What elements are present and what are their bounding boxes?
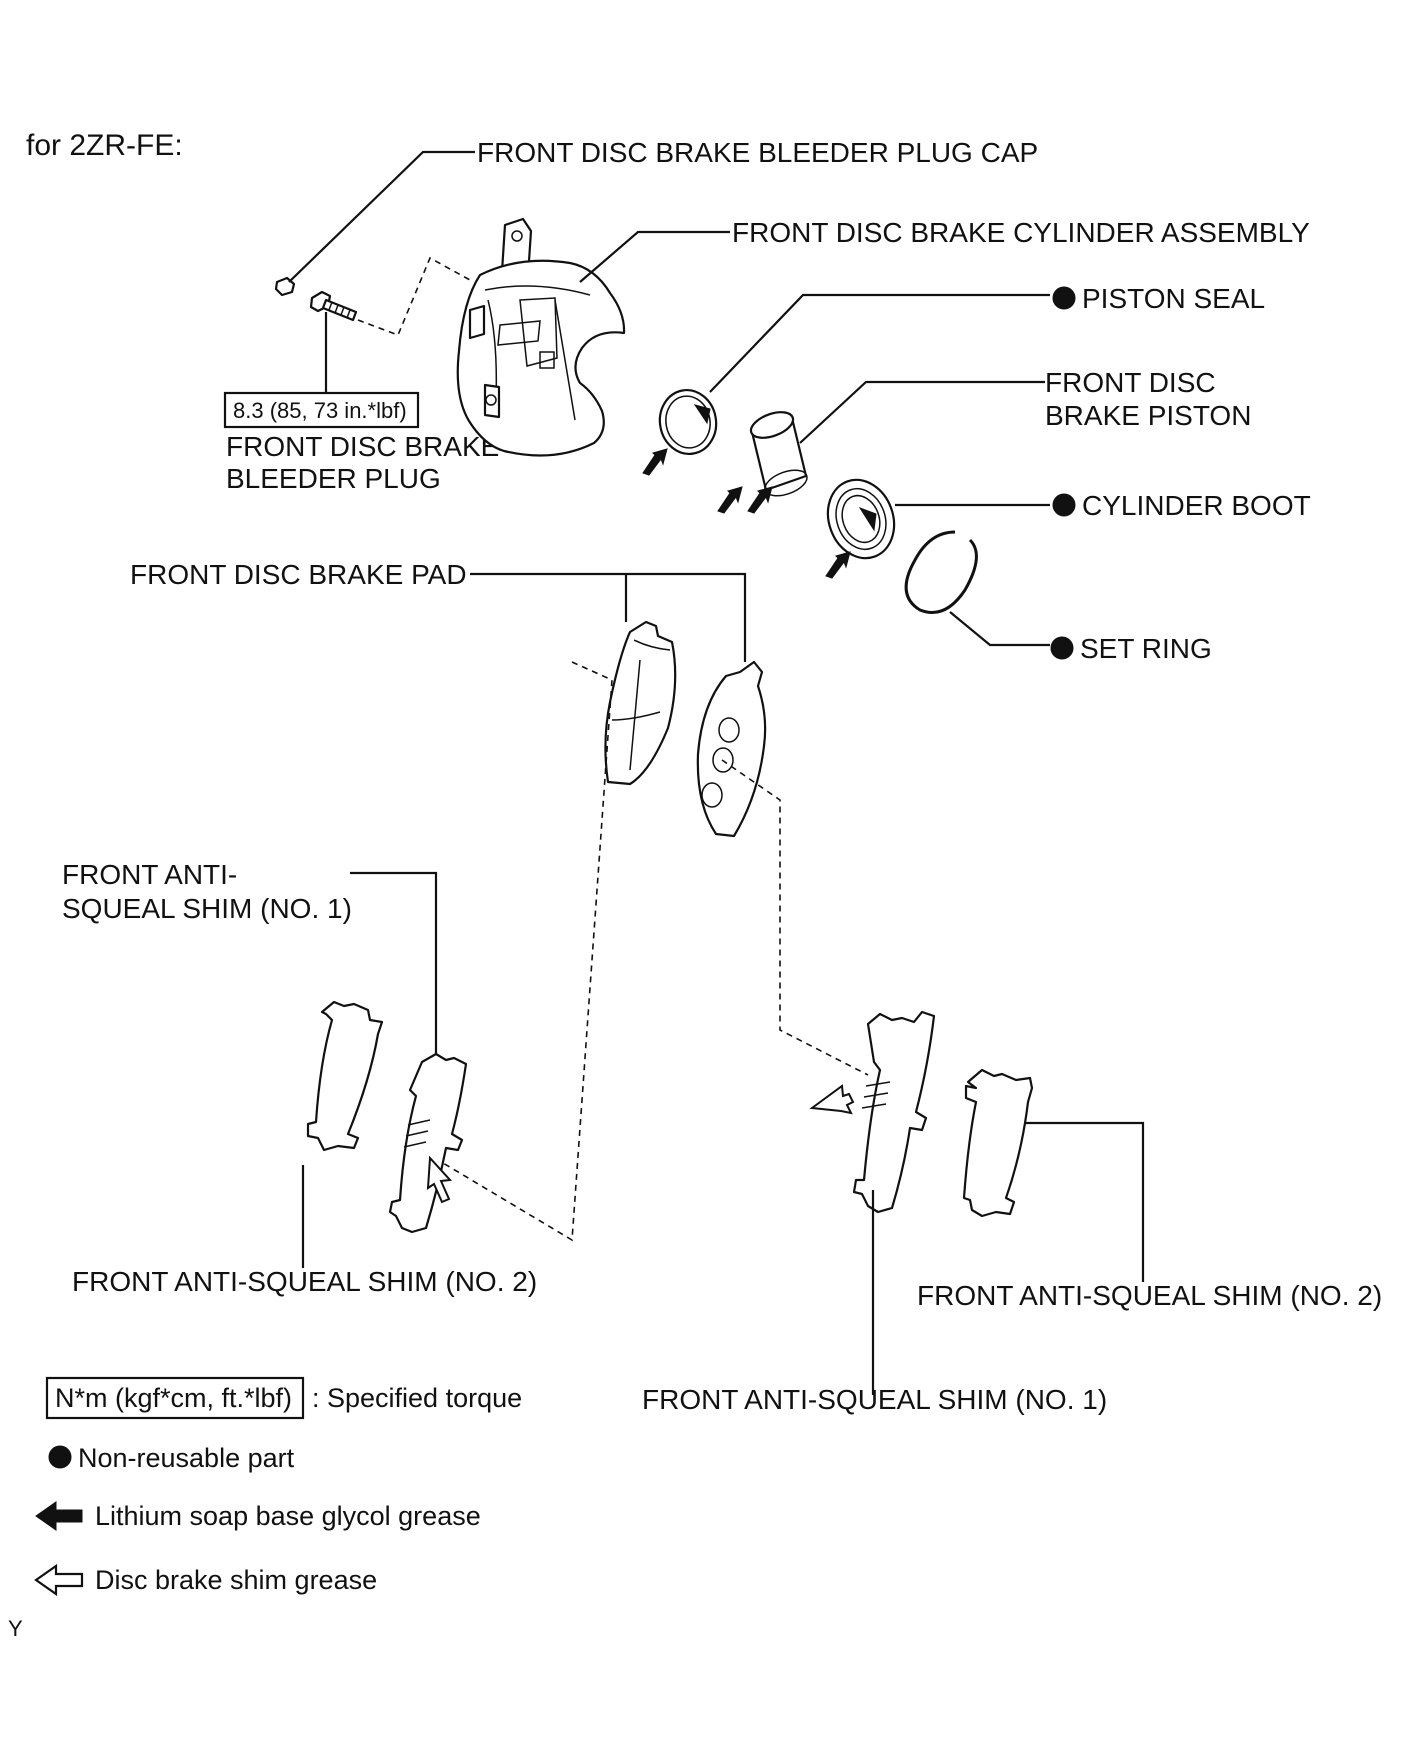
right-shim-no2-label: FRONT ANTI-SQUEAL SHIM (NO. 2): [917, 1280, 1382, 1311]
piston-seal-leader: [709, 293, 1050, 393]
right-shim-grease-arrow: [809, 1084, 855, 1115]
left-shim-grease-arrow: [426, 1155, 453, 1204]
brake-pad-label: FRONT DISC BRAKE PAD: [130, 559, 467, 590]
cylinder-boot-part: [826, 478, 896, 560]
outer-brake-pad-part: [696, 660, 767, 838]
piston-seal-part: [658, 389, 718, 455]
legend: N*m (kgf*cm, ft.*lbf) : Specified torque…: [34, 1376, 522, 1597]
cylinder-assembly-leader: [579, 230, 730, 283]
cylinder-boot-label: CYLINDER BOOT: [1082, 490, 1311, 521]
cylinder-boot-non-reusable-mark: [1052, 493, 1076, 517]
cylinder-assembly-part: [456, 217, 626, 457]
set-ring-non-reusable-mark: [1050, 636, 1074, 660]
shim-grease-arrow-icon: [34, 1563, 84, 1597]
outer-pad-dashed-path: [721, 759, 869, 1076]
lithium-grease-arrow-icon: [35, 1501, 83, 1531]
torque-box: 8.3 (85, 73 in.*lbf): [223, 391, 420, 429]
left-shim-no2-part: [306, 1000, 384, 1152]
right-shim-no2-leader: [1024, 1121, 1145, 1282]
legend-shim-grease: Disc brake shim grease: [95, 1565, 377, 1595]
piston-label-1: FRONT DISC: [1045, 367, 1216, 398]
bleeder-dashed-path: [357, 256, 471, 337]
legend-torque-box: [45, 1376, 305, 1420]
right-shim-no1-label: FRONT ANTI-SQUEAL SHIM (NO. 1): [642, 1384, 1107, 1415]
bleeder-plug-part: [309, 290, 358, 322]
cylinder-assembly-label: FRONT DISC BRAKE CYLINDER ASSEMBLY: [732, 217, 1310, 248]
left-shim-no1-label-2: SQUEAL SHIM (NO. 1): [62, 893, 352, 924]
right-shim-no2-part: [962, 1068, 1034, 1218]
corner-mark: Y: [8, 1616, 23, 1641]
bleeder-plug-label-2: BLEEDER PLUG: [226, 463, 441, 494]
set-ring-label: SET RING: [1080, 633, 1212, 664]
piston-label-2: BRAKE PISTON: [1045, 400, 1251, 431]
legend-lithium-grease: Lithium soap base glycol grease: [95, 1501, 481, 1531]
piston-seal-non-reusable-mark: [1052, 286, 1076, 310]
engine-label: for 2ZR-FE:: [26, 129, 183, 162]
bleeder-plug-cap-label: FRONT DISC BRAKE BLEEDER PLUG CAP: [477, 137, 1038, 168]
left-shim-no1-label-1: FRONT ANTI-: [62, 859, 237, 890]
brake-piston-part: [749, 411, 808, 497]
left-shim-no2-label: FRONT ANTI-SQUEAL SHIM (NO. 2): [72, 1266, 537, 1297]
set-ring-part: [904, 530, 978, 614]
brake-pad-leader-right: [470, 572, 747, 662]
legend-torque-unit: N*m (kgf*cm, ft.*lbf): [55, 1383, 292, 1413]
lithium-grease-arrows: [642, 404, 877, 579]
left-shim-no1-part: [388, 1052, 468, 1234]
right-shim-no1-part: [852, 1010, 936, 1214]
torque-value: 8.3 (85, 73 in.*lbf): [233, 398, 407, 423]
inner-pad-dashed-path: [437, 661, 613, 1242]
non-reusable-icon: [48, 1445, 72, 1469]
bleeder-plug-cap-leader: [288, 150, 475, 283]
set-ring-leader: [949, 611, 1050, 647]
bleeder-plug-label-1: FRONT DISC BRAKE: [226, 431, 499, 462]
left-shim-no1-leader: [350, 871, 438, 1055]
legend-non-reusable: Non-reusable part: [78, 1443, 295, 1473]
inner-brake-pad-part: [604, 620, 677, 786]
piston-seal-label: PISTON SEAL: [1082, 283, 1265, 314]
piston-leader: [799, 380, 1045, 444]
legend-torque-desc: : Specified torque: [312, 1383, 522, 1413]
